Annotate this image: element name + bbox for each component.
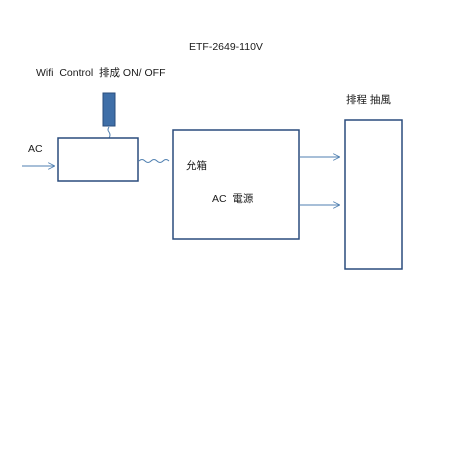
controller-connector-squiggle (138, 159, 170, 163)
wifi-connector-squiggle (107, 126, 111, 139)
diagram-title: ETF-2649-110V (189, 41, 263, 53)
controller-box (57, 137, 139, 182)
ac-input-label: AC (28, 143, 43, 155)
exhaust-fan-box (344, 119, 403, 270)
wifi-control-label: Wifi Control 排成 ON/ OFF (36, 66, 166, 79)
power-box (172, 129, 300, 240)
exhaust-label: 排程 抽風 (346, 93, 391, 106)
power-box-title: 允箱 (186, 159, 207, 172)
power-box-label: AC 電源 (212, 192, 254, 205)
wifi-module-block (102, 92, 116, 127)
